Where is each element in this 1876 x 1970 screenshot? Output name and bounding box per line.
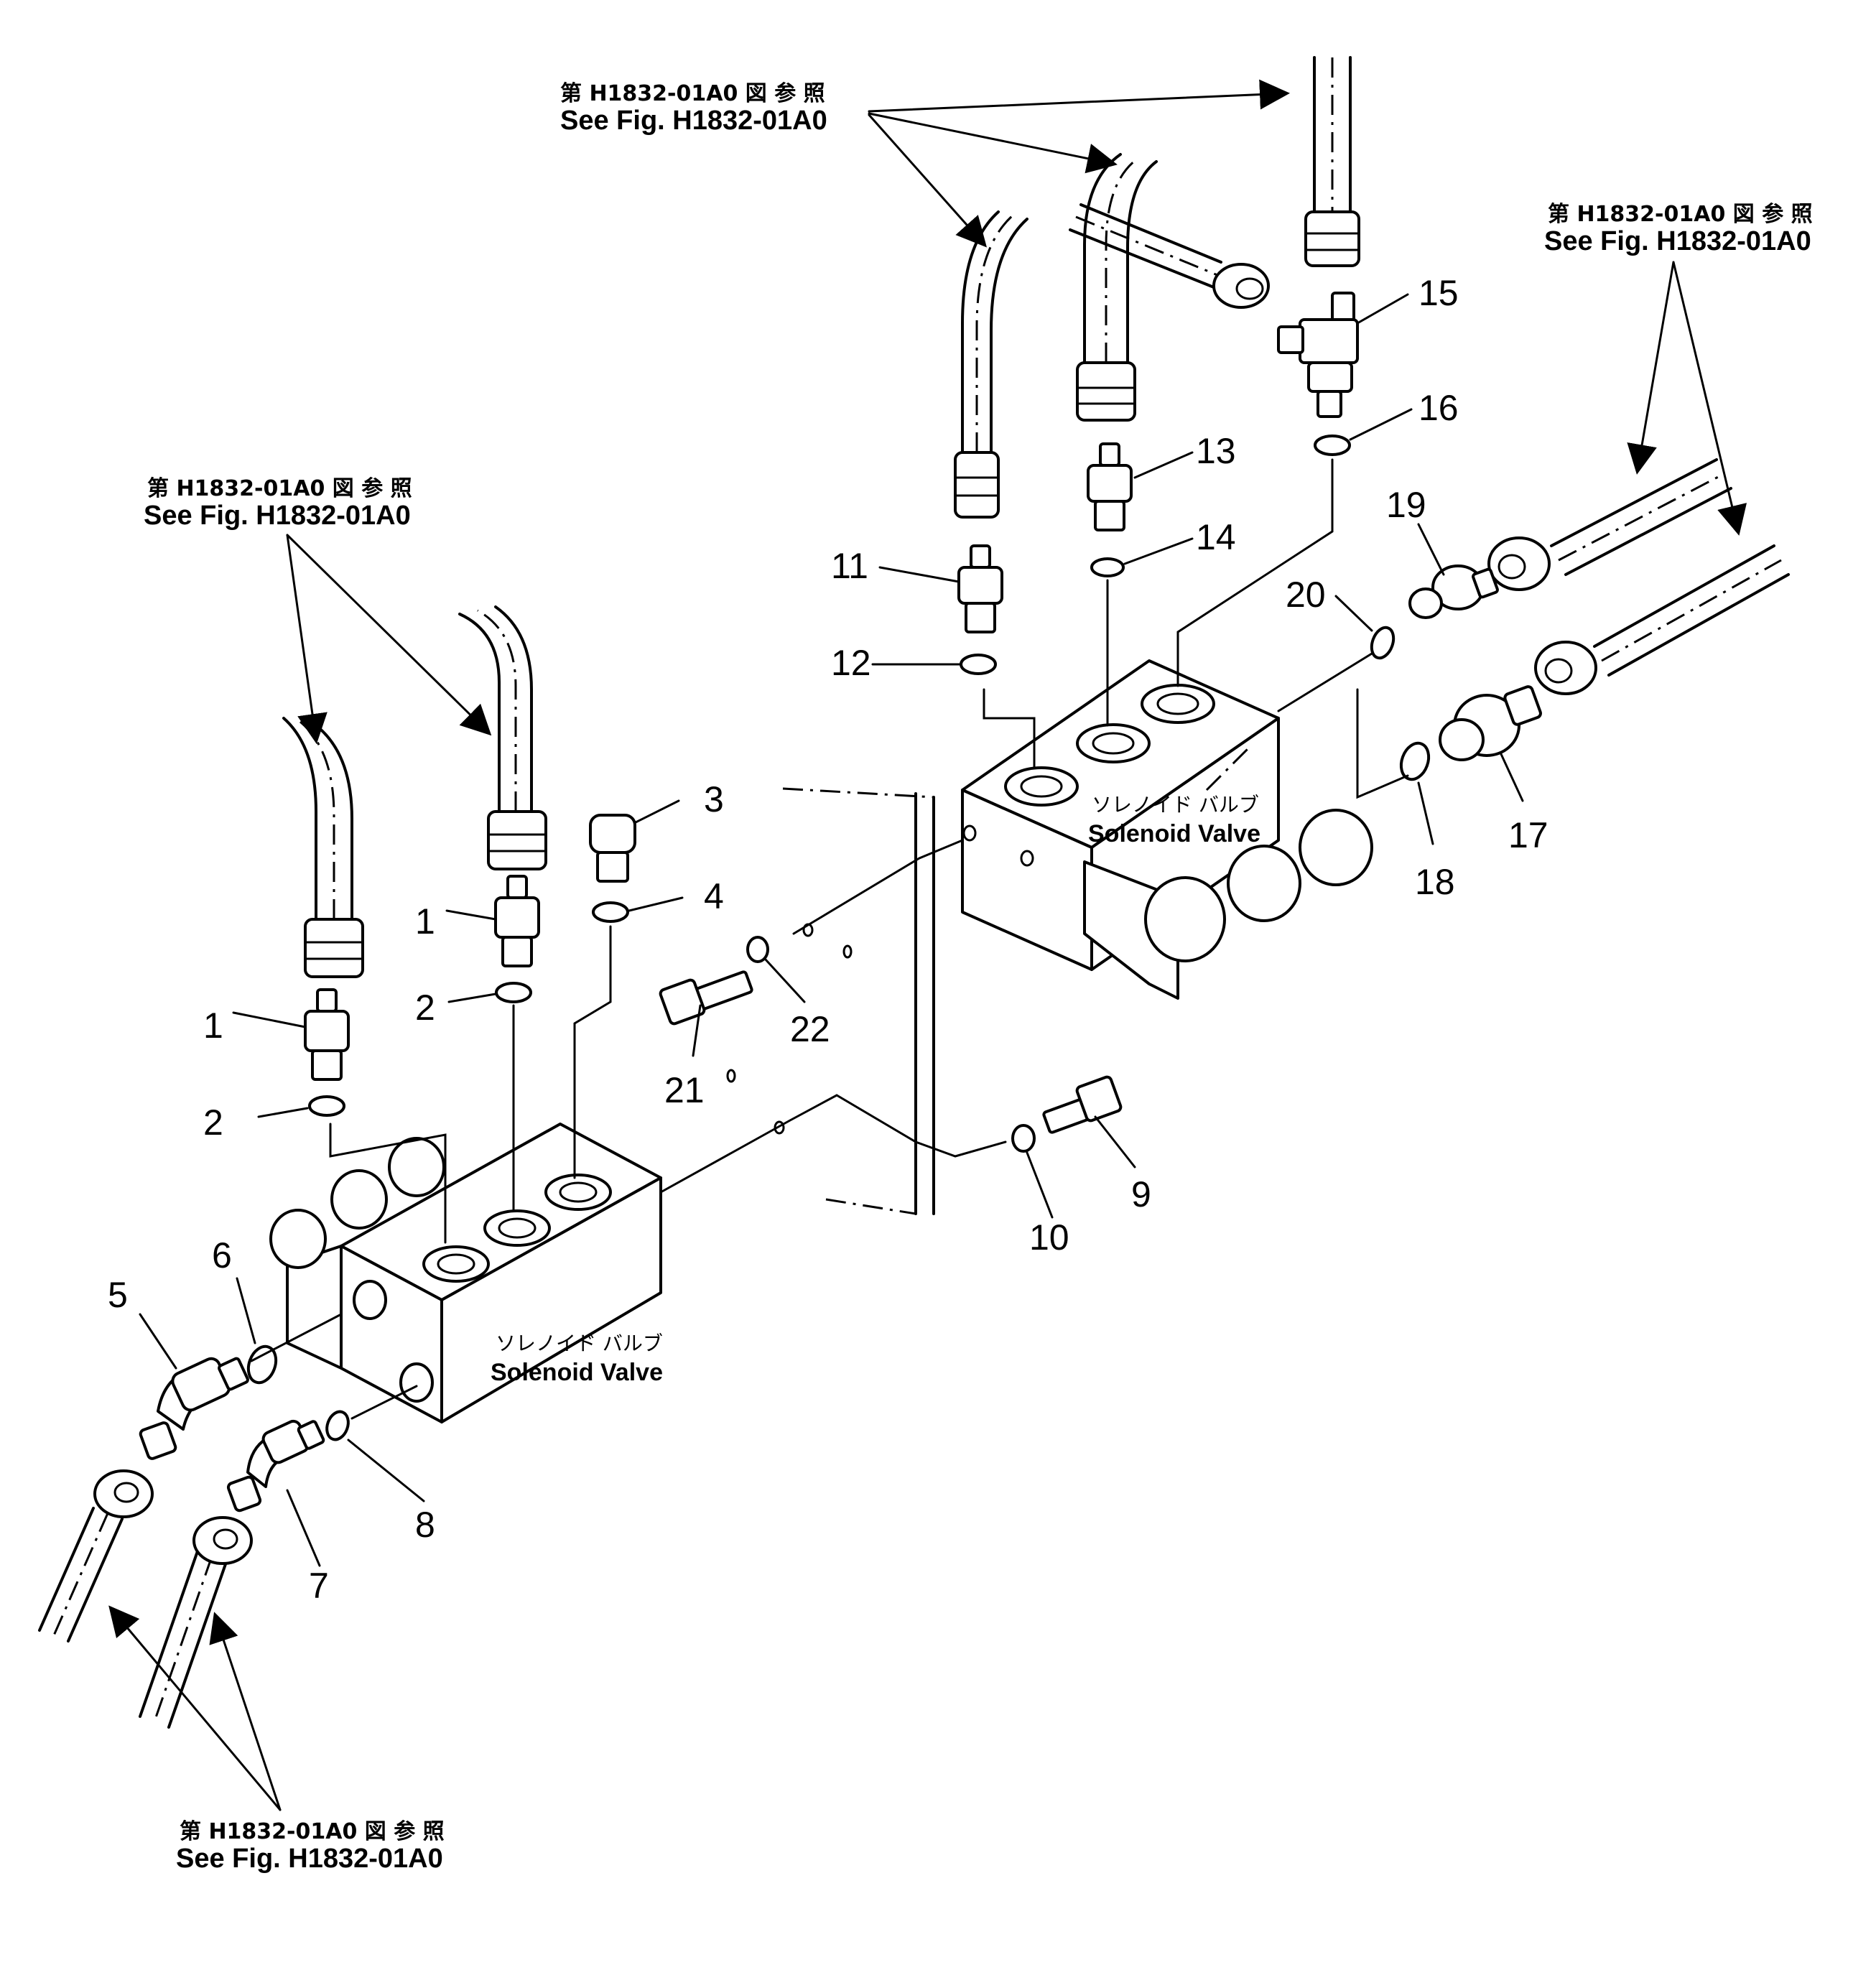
fitting-13 xyxy=(1087,442,1133,531)
o-ring-8 xyxy=(325,1410,350,1441)
svg-text:第 H1832-01A0 図 参 照: 第 H1832-01A0 図 参 照 xyxy=(1548,202,1813,227)
solenoid-valve-lower: ソレノイド バルブ Solenoid Valve xyxy=(269,1123,663,1423)
fitting-1-upper xyxy=(494,875,540,967)
callout-8: 8 xyxy=(415,1505,435,1545)
callout-leaders xyxy=(139,293,1524,1567)
fitting-17 xyxy=(1439,685,1542,761)
washer-10 xyxy=(1011,1124,1036,1153)
callout-3: 3 xyxy=(704,779,724,819)
callout-13: 13 xyxy=(1196,431,1236,471)
valve-upper-jp: ソレノイド バルブ xyxy=(1092,793,1259,817)
plug-3 xyxy=(589,814,636,883)
callout-19: 19 xyxy=(1386,485,1426,525)
reference-arrows xyxy=(108,79,1747,1811)
svg-text:See Fig. H1832-01A0: See Fig. H1832-01A0 xyxy=(1544,226,1811,256)
callout-5: 5 xyxy=(108,1275,128,1315)
callout-15: 15 xyxy=(1418,273,1459,313)
svg-text:See Fig. H1832-01A0: See Fig. H1832-01A0 xyxy=(144,501,411,531)
reference-label-right: 第 H1832-01A0 図 参 照 See Fig. H1832-01A0 xyxy=(1544,202,1813,256)
callout-numbers: 1 1 2 2 3 4 5 6 7 8 9 10 11 12 13 14 15 … xyxy=(108,273,1548,1606)
callout-1-lower: 1 xyxy=(203,1005,223,1046)
fitting-1-lower xyxy=(304,988,350,1081)
o-ring-2-lower xyxy=(308,1095,345,1117)
svg-text:See Fig. H1832-01A0: See Fig. H1832-01A0 xyxy=(176,1844,443,1874)
svg-text:第 H1832-01A0 図 参 照: 第 H1832-01A0 図 参 照 xyxy=(560,81,825,106)
o-ring-2-upper xyxy=(495,982,532,1003)
reference-label-bottom: 第 H1832-01A0 図 参 照 See Fig. H1832-01A0 xyxy=(176,1819,445,1874)
hose-bottom-2 xyxy=(139,1516,253,1729)
o-ring-20 xyxy=(1370,626,1396,660)
hose-left-1 xyxy=(282,717,364,978)
solenoid-valve-upper: ソレノイド バルブ Solenoid Valve xyxy=(961,659,1373,1000)
reference-label-top: 第 H1832-01A0 図 参 照 See Fig. H1832-01A0 xyxy=(560,81,827,136)
callout-4: 4 xyxy=(704,876,724,916)
elbow-7 xyxy=(226,1419,325,1513)
hose-top-left xyxy=(954,210,1028,519)
callout-2-upper: 2 xyxy=(415,988,435,1028)
o-ring-4 xyxy=(592,901,629,923)
elbow-5 xyxy=(139,1357,249,1460)
fitting-19 xyxy=(1408,564,1499,619)
hose-diagonal-top xyxy=(1069,203,1270,309)
o-ring-12 xyxy=(960,654,997,675)
fitting-11 xyxy=(957,544,1003,633)
hose-right-upper xyxy=(1487,458,1732,591)
callout-11: 11 xyxy=(831,546,868,586)
o-ring-14 xyxy=(1090,557,1125,577)
callout-12: 12 xyxy=(831,643,871,683)
callout-6: 6 xyxy=(212,1235,232,1276)
o-ring-6 xyxy=(246,1344,278,1385)
hose-right-lower xyxy=(1534,544,1790,695)
callout-22: 22 xyxy=(790,1009,830,1049)
hose-top-right xyxy=(1304,56,1360,267)
callout-18: 18 xyxy=(1415,862,1455,902)
callout-14: 14 xyxy=(1196,517,1236,557)
callout-7: 7 xyxy=(309,1566,329,1606)
bolt-21 xyxy=(659,970,753,1026)
callout-20: 20 xyxy=(1286,575,1326,615)
callout-16: 16 xyxy=(1418,388,1459,428)
assembly-lines xyxy=(250,458,1409,1420)
o-ring-16 xyxy=(1314,435,1351,456)
callout-10: 10 xyxy=(1029,1217,1069,1258)
bolt-9 xyxy=(1042,1075,1123,1134)
hose-top-middle xyxy=(1076,153,1158,422)
callout-2-lower: 2 xyxy=(203,1102,223,1143)
washer-22 xyxy=(746,936,769,963)
bracket-plate xyxy=(782,787,935,1215)
valve-lower-en: Solenoid Valve xyxy=(491,1359,663,1386)
reference-label-left: 第 H1832-01A0 図 参 照 See Fig. H1832-01A0 xyxy=(144,476,412,531)
svg-text:第 H1832-01A0 図 参 照: 第 H1832-01A0 図 参 照 xyxy=(147,476,412,501)
svg-text:See Fig. H1832-01A0: See Fig. H1832-01A0 xyxy=(560,106,827,136)
callout-1-upper: 1 xyxy=(415,901,435,942)
svg-text:第 H1832-01A0 図 参 照: 第 H1832-01A0 図 参 照 xyxy=(180,1819,445,1844)
valve-upper-en: Solenoid Valve xyxy=(1088,820,1260,847)
hose-bottom-1 xyxy=(38,1469,154,1643)
valve-lower-jp: ソレノイド バルブ xyxy=(496,1332,663,1355)
callout-17: 17 xyxy=(1508,815,1548,855)
callout-21: 21 xyxy=(664,1070,705,1110)
fitting-15-tee xyxy=(1277,292,1359,418)
o-ring-18 xyxy=(1399,741,1431,781)
hose-left-2 xyxy=(458,605,547,870)
callout-9: 9 xyxy=(1131,1174,1151,1214)
o-rings xyxy=(246,435,1431,1441)
